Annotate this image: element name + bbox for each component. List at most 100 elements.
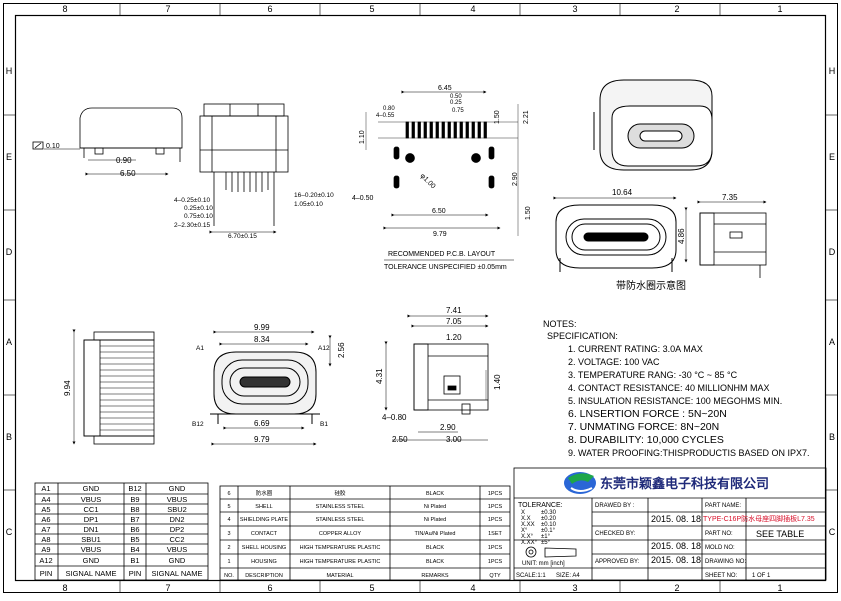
bom-header-1: DESCRIPTION <box>245 573 283 579</box>
bom-row-4-c2: HIGH TEMPERATURE PLASTIC <box>300 545 381 551</box>
col-bot-7: 7 <box>165 583 170 593</box>
row-left-c: C <box>6 527 13 537</box>
bom-row-0-c2: 硅胶 <box>334 489 346 497</box>
date-approved: 2015. 08. 18 <box>651 555 701 565</box>
front-dim-834: 8.34 <box>254 335 270 344</box>
flatness-label: 0.10 <box>46 143 60 150</box>
scale-label: SCALE:1:1 <box>516 573 546 579</box>
row-right-h: H <box>829 66 836 76</box>
note-item-8: 8. DURABILITY: 10,000 CYCLES <box>568 434 724 446</box>
size-label: SIZE: A4 <box>556 573 580 579</box>
pin-row-5-c2: B5 <box>130 535 139 544</box>
bom-row-5-c4: 1PCS <box>488 559 503 565</box>
tol-row-4-v: ±1° <box>541 534 551 540</box>
pin-row-3-c3: DN2 <box>169 515 184 524</box>
bottom-view <box>72 329 155 445</box>
col-top-5: 5 <box>369 4 374 14</box>
tol-row-3-k: X° <box>521 528 528 534</box>
notes-block: NOTES: SPECIFICATION: 1. CURRENT RATING:… <box>543 319 810 458</box>
pin-dim-1: 4–0.25±0.10 <box>174 197 210 204</box>
col-bot-5: 5 <box>369 583 374 593</box>
pin-row-2-c2: B8 <box>130 505 139 514</box>
front-label-a1: A1 <box>196 345 204 352</box>
drawn-by-label: DRAWED BY : <box>595 503 635 509</box>
tol-row-0-k: X <box>521 510 525 516</box>
row-left-a: A <box>6 337 12 347</box>
units-label: UNIT: mm [inch] <box>522 561 565 567</box>
bom-row-1-c3: Ni Plated <box>424 504 446 510</box>
bom-header-0: NO. <box>224 573 234 579</box>
tol-row-0-v: ±0.30 <box>541 510 557 516</box>
side2-dim-290: 2.90 <box>440 423 456 432</box>
pcb-dim-650: 6.50 <box>432 208 446 215</box>
iso-view <box>593 79 713 171</box>
pin-row-1-c1: VBUS <box>81 495 101 504</box>
pin-row-4-c1: DN1 <box>83 525 98 534</box>
notes-spec: SPECIFICATION: <box>547 331 618 341</box>
pin-row-4-c0: A7 <box>41 525 50 534</box>
pin-row-2-c0: A5 <box>41 505 50 514</box>
bom-row-0-c1: 防水圈 <box>256 489 273 497</box>
pin-row-0-c1: GND <box>83 484 100 493</box>
col-bot-1: 1 <box>777 583 782 593</box>
iso-dim-486: 4.86 <box>677 228 686 244</box>
pin-row-1-c2: B9 <box>130 495 139 504</box>
pin-row-0-c2: B12 <box>128 484 141 493</box>
pin-row-3-c0: A6 <box>41 515 50 524</box>
front-dim-979: 9.79 <box>254 435 270 444</box>
title-block <box>513 467 827 581</box>
iso-dim-1064: 10.64 <box>612 188 633 197</box>
front-dim-670: 6.70±0.15 <box>228 233 257 240</box>
col-bot-4: 4 <box>470 583 475 593</box>
pcb-tolerance: TOLERANCE UNSPECIFIED ±0.05mm <box>384 264 507 271</box>
col-top-2: 2 <box>674 4 679 14</box>
bom-header-4: QTY <box>489 573 501 579</box>
pin-dim-right-1: 16–0.20±0.10 <box>294 192 334 199</box>
side2-dim-705: 7.05 <box>446 317 462 326</box>
see-table: SEE TABLE <box>756 529 804 539</box>
row-left-b: B <box>6 432 12 442</box>
tol-row-2-v: ±0.10 <box>541 522 557 528</box>
waterproof-front-view <box>553 196 688 272</box>
part-name-label: PART NAME: <box>705 503 741 509</box>
bom-row-5-c3: BLACK <box>426 559 444 565</box>
pin-row-6-c3: VBUS <box>167 545 187 554</box>
side2-dim-140: 1.40 <box>493 374 502 390</box>
row-left-e: E <box>6 152 12 162</box>
sheet-frame <box>3 3 838 593</box>
col-bot-6: 6 <box>267 583 272 593</box>
tol-row-1-k: X.X <box>521 516 531 522</box>
bom-row-1-c1: SHELL <box>255 504 272 510</box>
bottom-dim-994: 9.94 <box>63 380 72 396</box>
pin-dim-2: 0.25±0.10 <box>184 205 213 212</box>
pin-row-6-c0: A9 <box>41 545 50 554</box>
pin-header-0: PIN <box>40 569 53 578</box>
pcb-dim-979: 9.79 <box>433 231 447 238</box>
bom-row-2-c4: 1PCS <box>488 517 503 523</box>
pin-row-4-c3: DP2 <box>170 525 185 534</box>
approved-by-label: APPROVED BY: <box>595 559 640 565</box>
iso-dim-735: 7.35 <box>722 193 738 202</box>
bom-table <box>219 485 511 581</box>
side2-dim-4-080: 4–0.80 <box>382 413 407 422</box>
row-right-c: C <box>829 527 836 537</box>
tol-row-5-v: ±5° <box>541 540 551 546</box>
bom-row-3-c2: COPPER ALLOY <box>319 531 362 537</box>
front-dim-256: 2.56 <box>337 342 346 358</box>
pcb-layout <box>365 90 519 236</box>
side2-dim-300: 3.00 <box>446 435 462 444</box>
row-right-a: A <box>829 337 835 347</box>
pin-table <box>34 482 209 581</box>
sheet-no-value: 1 OF 1 <box>752 573 771 579</box>
pcb-dim-phi: φ1.00 <box>419 172 437 190</box>
bom-row-1-c2: STAINLESS STEEL <box>316 504 365 510</box>
side-view <box>32 107 183 176</box>
checked-by-label: CHECKED BY: <box>595 531 636 537</box>
bom-row-3-c0: 3 <box>227 531 230 537</box>
company-name: 东莞市颖鑫电子科技有限公司 <box>600 476 769 491</box>
pin-row-1-c0: A4 <box>41 495 50 504</box>
bom-row-0-c3: BLACK <box>426 491 444 497</box>
